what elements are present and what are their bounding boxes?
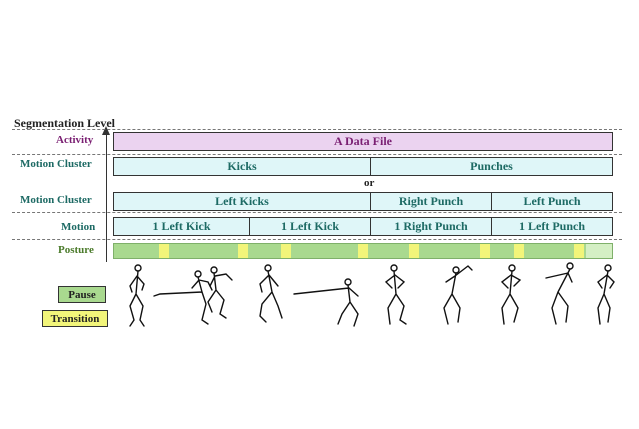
legend-pause-label: Pause — [68, 288, 96, 301]
cluster-left-punch: Left Punch — [492, 193, 612, 210]
motion-3-label: 1 Right Punch — [394, 219, 468, 233]
motion-1-label: 1 Left Kick — [152, 219, 211, 233]
activity-label: A Data File — [334, 134, 392, 148]
level-label-posture: Posture — [58, 244, 94, 256]
stick-figure-icon — [500, 264, 522, 325]
cluster-punches-label: Punches — [470, 159, 513, 173]
legend-pause: Pause — [58, 286, 106, 303]
level-label-motion-cluster-1: Motion Cluster — [20, 158, 92, 170]
motion-4: 1 Left Punch — [492, 218, 612, 235]
transition-mark — [358, 244, 368, 258]
motion-2-label: 1 Left Kick — [281, 219, 339, 233]
transition-mark — [281, 244, 291, 258]
stick-figure-icon — [545, 262, 574, 325]
transition-mark — [480, 244, 490, 258]
stick-figure-icon — [443, 265, 473, 325]
motion-1: 1 Left Kick — [114, 218, 249, 235]
cluster-right-punch-label: Right Punch — [398, 194, 464, 208]
segmentation-level-title: Segmentation Level — [14, 116, 115, 130]
separator-2 — [12, 154, 622, 155]
stick-figure-icon — [153, 270, 213, 325]
cluster-row-a: Kicks Punches — [113, 157, 613, 176]
cluster-left-punch-label: Left Punch — [523, 194, 581, 208]
cluster-right-punch: Right Punch — [371, 193, 491, 210]
stick-figure-icon — [207, 266, 233, 319]
level-label-motion: Motion — [61, 221, 96, 233]
motion-2: 1 Left Kick — [250, 218, 370, 235]
transition-mark — [514, 244, 524, 258]
transition-mark — [238, 244, 248, 258]
motion-row: 1 Left Kick 1 Left Kick 1 Right Punch 1 … — [113, 217, 613, 236]
stick-figure-icon — [597, 264, 615, 325]
stick-figure-icon — [259, 264, 283, 323]
activity-box: A Data File — [113, 132, 613, 151]
axis-line — [106, 134, 107, 262]
level-label-motion-cluster-2: Motion Cluster — [20, 194, 92, 206]
transition-mark — [574, 244, 584, 258]
or-label: or — [364, 177, 375, 189]
stick-figure-icon — [129, 264, 145, 327]
cluster-kicks-label: Kicks — [227, 159, 257, 173]
legend-transition: Transition — [42, 310, 108, 327]
separator-1 — [12, 129, 622, 130]
cluster-left-kicks-label: Left Kicks — [215, 194, 269, 208]
posture-row — [113, 243, 613, 259]
cluster-row-b: Left Kicks Right Punch Left Punch — [113, 192, 613, 211]
cluster-kicks: Kicks — [114, 158, 370, 175]
legend-transition-label: Transition — [50, 312, 100, 325]
motion-3: 1 Right Punch — [371, 218, 491, 235]
separator-3 — [12, 212, 622, 213]
motion-4-label: 1 Left Punch — [519, 219, 585, 233]
posture-end-pale — [586, 244, 612, 258]
transition-mark — [409, 244, 419, 258]
cluster-left-kicks: Left Kicks — [114, 193, 370, 210]
stick-figure-icon — [293, 278, 359, 327]
transition-mark — [159, 244, 169, 258]
axis-arrow-icon — [102, 126, 110, 135]
level-label-activity: Activity — [56, 134, 94, 146]
separator-4 — [12, 239, 622, 240]
cluster-punches: Punches — [371, 158, 612, 175]
stick-figure-icon — [384, 264, 407, 325]
